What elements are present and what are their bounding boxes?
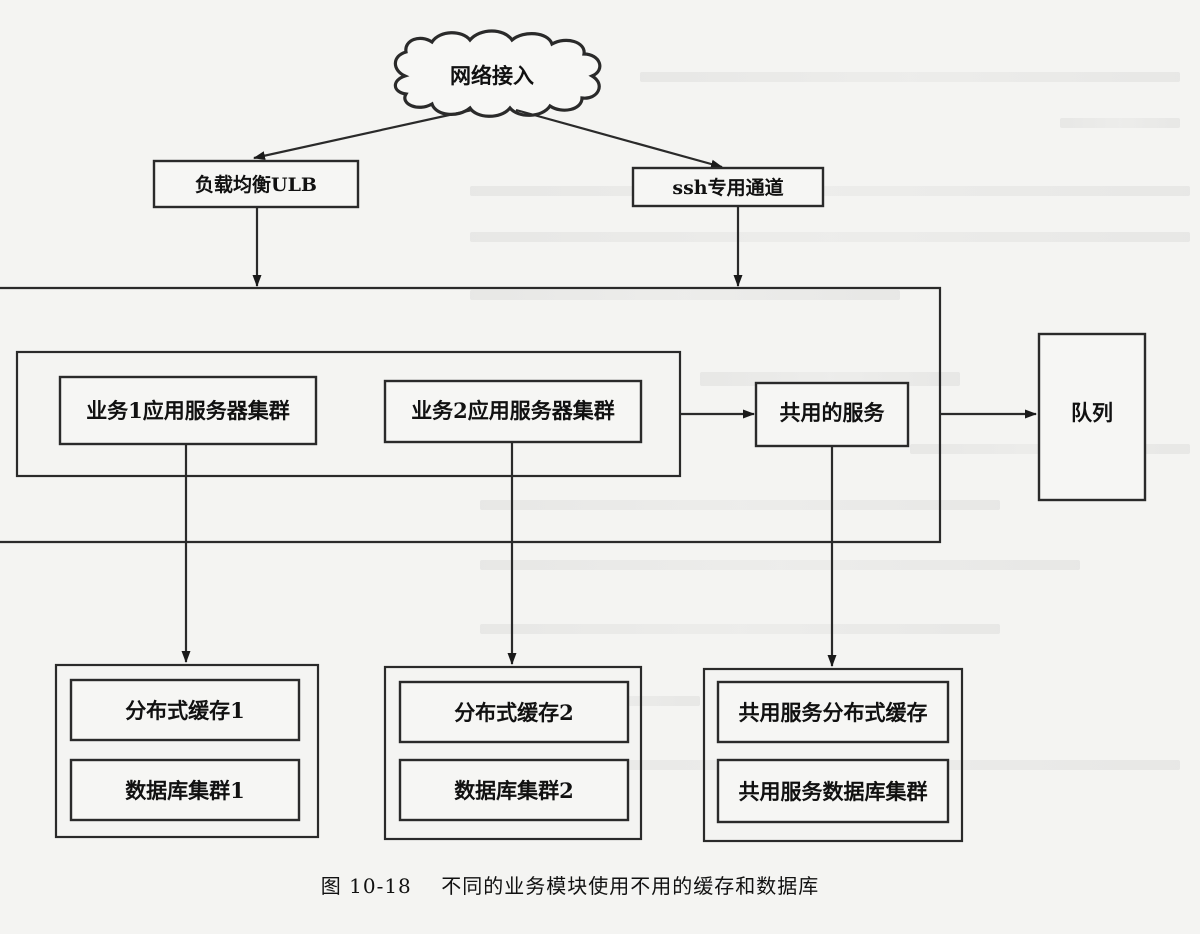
shared-db-label: 共用服务数据库集群 xyxy=(739,779,928,804)
shared-db-box: 共用服务数据库集群 xyxy=(716,758,950,824)
load-balancer-label: 负载均衡ULB xyxy=(195,173,317,196)
cache-1-label: 分布式缓存1 xyxy=(125,698,245,723)
app-cluster-1-label: 业务1应用服务器集群 xyxy=(86,398,290,423)
app-cluster-2-label: 业务2应用服务器集群 xyxy=(411,398,615,423)
figure-caption-text: 不同的业务模块使用不用的缓存和数据库 xyxy=(441,874,820,898)
shared-cache-box: 共用服务分布式缓存 xyxy=(716,680,950,744)
app-cluster-2-box: 业务2应用服务器集群 xyxy=(383,379,643,444)
storage-group-1 xyxy=(54,663,320,839)
db-cluster-2-box: 数据库集群2 xyxy=(398,758,630,822)
figure-number: 图 10-18 xyxy=(320,874,412,898)
load-balancer-box: 负载均衡ULB xyxy=(152,159,360,209)
app-cluster-1-box: 业务1应用服务器集群 xyxy=(58,375,318,446)
cloud-label: 网络接入 xyxy=(450,63,534,88)
ssh-channel-box: ssh专用通道 xyxy=(631,166,825,208)
db-cluster-1-box: 数据库集群1 xyxy=(69,758,301,822)
queue-box: 队列 xyxy=(1037,332,1147,502)
cloud-to-ssh-arrow xyxy=(515,108,723,169)
storage-group-shared xyxy=(702,667,964,843)
figure-caption: 图 10-18 不同的业务模块使用不用的缓存和数据库 xyxy=(0,870,1140,899)
cloud-to-lb-arrow xyxy=(253,108,473,161)
cloud-icon xyxy=(393,29,602,118)
db-cluster-2-label: 数据库集群2 xyxy=(454,778,574,803)
network-access-cloud: 网络接入 xyxy=(393,29,602,118)
cache-2-box: 分布式缓存2 xyxy=(398,680,630,744)
db-cluster-1-label: 数据库集群1 xyxy=(125,778,245,803)
shared-service-box: 共用的服务 xyxy=(754,381,910,448)
cache-1-box: 分布式缓存1 xyxy=(69,678,301,742)
shared-service-label: 共用的服务 xyxy=(780,400,886,425)
queue-label: 队列 xyxy=(1071,400,1113,425)
ssh-channel-label: ssh专用通道 xyxy=(672,176,783,199)
cache-2-label: 分布式缓存2 xyxy=(454,700,574,725)
shared-cache-label: 共用服务分布式缓存 xyxy=(739,700,928,725)
storage-group-2 xyxy=(383,665,643,841)
